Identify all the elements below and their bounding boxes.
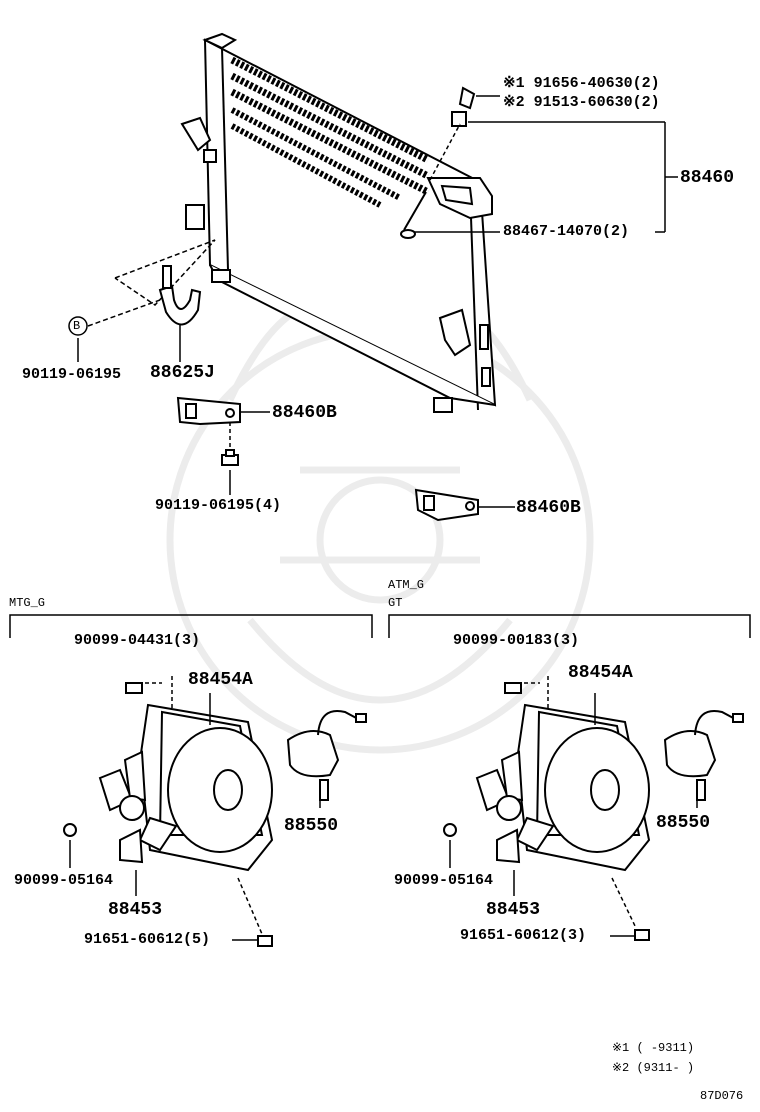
left-nut-part-number: 90099-05164 [14,872,114,889]
support-right-part-number: 88460B [516,498,581,518]
right-fan-group [443,682,744,941]
bolt-note-1-label: ※1 91656-40630(2) [503,75,660,92]
leader-lines-top [77,95,678,508]
left-motor-part-number: 88550 [284,816,339,836]
support-88460b-left-shape [176,396,241,426]
bracket-88625j-shape [158,265,202,326]
support-left-part-number: 88460B [272,403,337,423]
right-fan-part-number: 88453 [486,900,541,920]
right-bolt-part-number: 91651-60612(3) [460,927,587,944]
bracket-bolt-part-number: 90119-06195 [22,366,122,383]
pin-part-number: 88467-14070(2) [503,223,630,240]
bracket-part-number: 88625J [150,363,215,383]
bolt-90119-shape [221,449,239,466]
left-shroud-part-number: 88454A [188,670,253,690]
left-group-header: MTG_G [9,596,46,610]
right-leader-lines [449,676,698,937]
callout-b-circle [68,316,88,336]
left-fan-part-number: 88453 [108,900,163,920]
right-shroud-part-number: 88454A [568,663,633,683]
group-brackets [9,614,751,638]
condenser-core [180,32,497,413]
bolt-note-2-label: ※2 91513-60630(2) [503,94,660,111]
left-leader-lines [69,676,321,941]
support-bolt-part-number: 90119-06195(4) [155,497,282,514]
left-bolt-part-number: 91651-60612(5) [84,931,211,948]
callout-b-label: B [73,319,81,333]
support-88460b-right-shape [414,488,479,522]
left-fan-group [63,682,367,947]
right-nut-part-number: 90099-05164 [394,872,494,889]
condenser-part-number: 88460 [680,168,735,188]
left-screw-part-number: 90099-04431(3) [74,632,201,649]
right-screw-part-number: 90099-00183(3) [453,632,580,649]
right-group-header-1: ATM_G [388,578,425,592]
right-group-header-2: GT [388,596,403,610]
right-motor-part-number: 88550 [656,813,711,833]
condenser-bracket [400,86,493,239]
figure-reference: 87D076 [700,1089,744,1103]
footnote-2: ※2 (9311- ) [612,1061,695,1075]
footnote-1: ※1 ( -9311) [612,1041,695,1055]
